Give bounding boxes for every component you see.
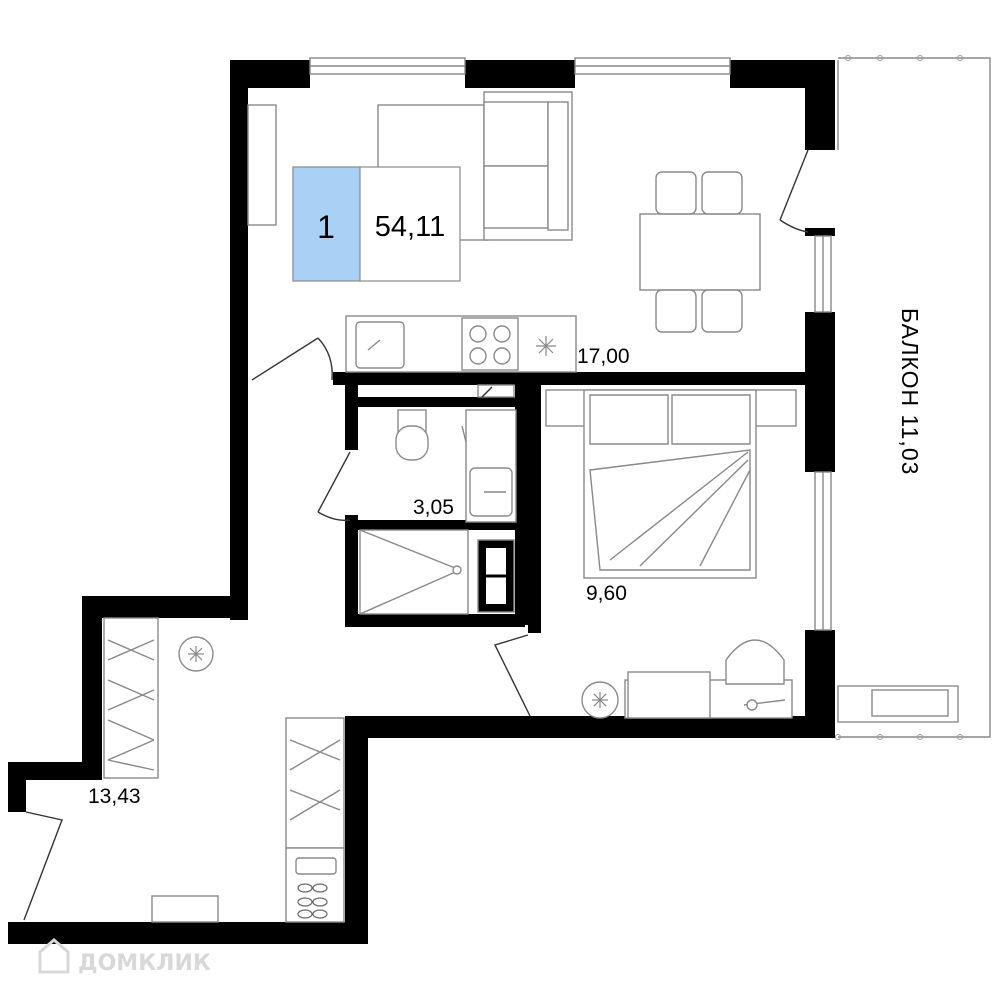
tv-cabinet — [247, 104, 277, 226]
bathroom-area: 3,05 — [413, 496, 454, 519]
sink — [355, 321, 405, 369]
hallway-furniture — [103, 617, 345, 923]
apartment-badge: 1 54,11 — [292, 166, 461, 282]
doors — [23, 149, 809, 921]
total-area: 54,11 — [375, 211, 445, 243]
room-count: 1 — [317, 209, 335, 245]
ceiling-light-icon — [178, 636, 214, 672]
balcony-railing-dots — [835, 55, 963, 740]
bench — [151, 895, 219, 923]
watermark: ДОМКЛИК — [38, 938, 211, 976]
cooktop — [461, 317, 519, 371]
living-kitchen-area: 17,00 — [577, 345, 630, 368]
balcony — [835, 55, 991, 740]
balcony-area: БАЛКОН 11,03 — [897, 308, 923, 475]
walls — [8, 60, 835, 944]
bedroom-furniture — [545, 389, 797, 719]
wardrobe-right — [285, 717, 345, 849]
house-icon — [38, 938, 70, 974]
dining-table — [639, 213, 761, 291]
ceiling-light-icon — [536, 336, 556, 356]
room-labels: 17,00 3,05 9,60 13,43 БАЛКОН 11,03 — [88, 308, 923, 808]
ceiling-light-icon — [581, 681, 619, 719]
windows — [309, 57, 832, 631]
hallway-area: 13,43 — [88, 785, 141, 808]
bedroom-area: 9,60 — [586, 582, 627, 605]
total-area-box — [359, 166, 461, 282]
shower — [359, 529, 469, 615]
watermark-text: ДОМКЛИК — [78, 951, 211, 976]
bathroom-fixtures — [359, 384, 517, 615]
room-count-box — [292, 166, 361, 282]
